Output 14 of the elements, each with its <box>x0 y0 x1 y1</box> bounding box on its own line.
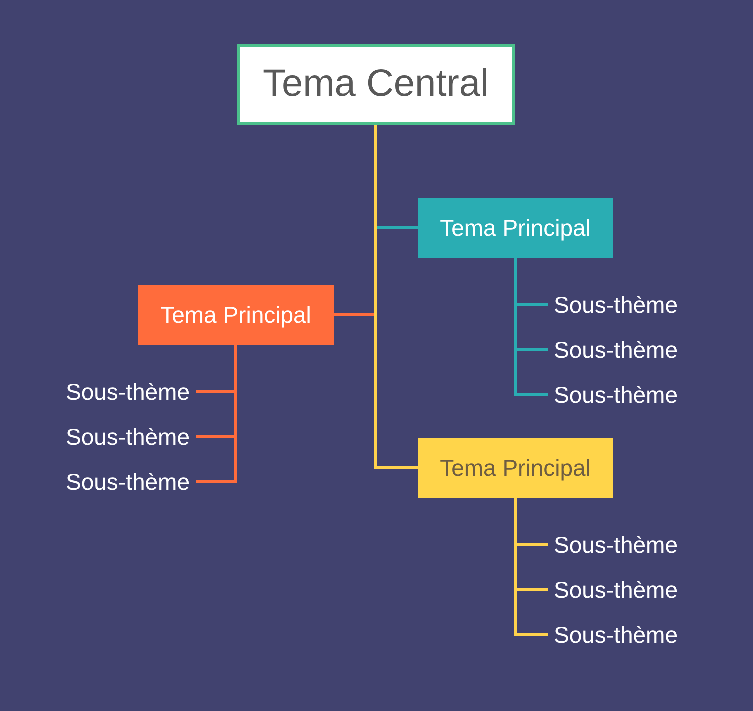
subtopic-label: Sous-thème <box>60 378 196 406</box>
subtopic-label: Sous-thème <box>548 621 684 649</box>
main-topic-box: Tema Principal <box>418 198 613 258</box>
main-topic-box: Tema Principal <box>138 285 334 345</box>
subtopic-label: Sous-thème <box>548 291 684 319</box>
central-topic-box: Tema Central <box>237 44 515 125</box>
subtopic-label: Sous-thème <box>60 468 196 496</box>
subtopic-label: Sous-thème <box>548 381 684 409</box>
subtopic-label: Sous-thème <box>60 423 196 451</box>
subtopic-label: Sous-thème <box>548 531 684 559</box>
main-topic-box: Tema Principal <box>418 438 613 498</box>
subtopic-label: Sous-thème <box>548 336 684 364</box>
connector-line <box>374 125 418 470</box>
subtopic-label: Sous-thème <box>548 576 684 604</box>
